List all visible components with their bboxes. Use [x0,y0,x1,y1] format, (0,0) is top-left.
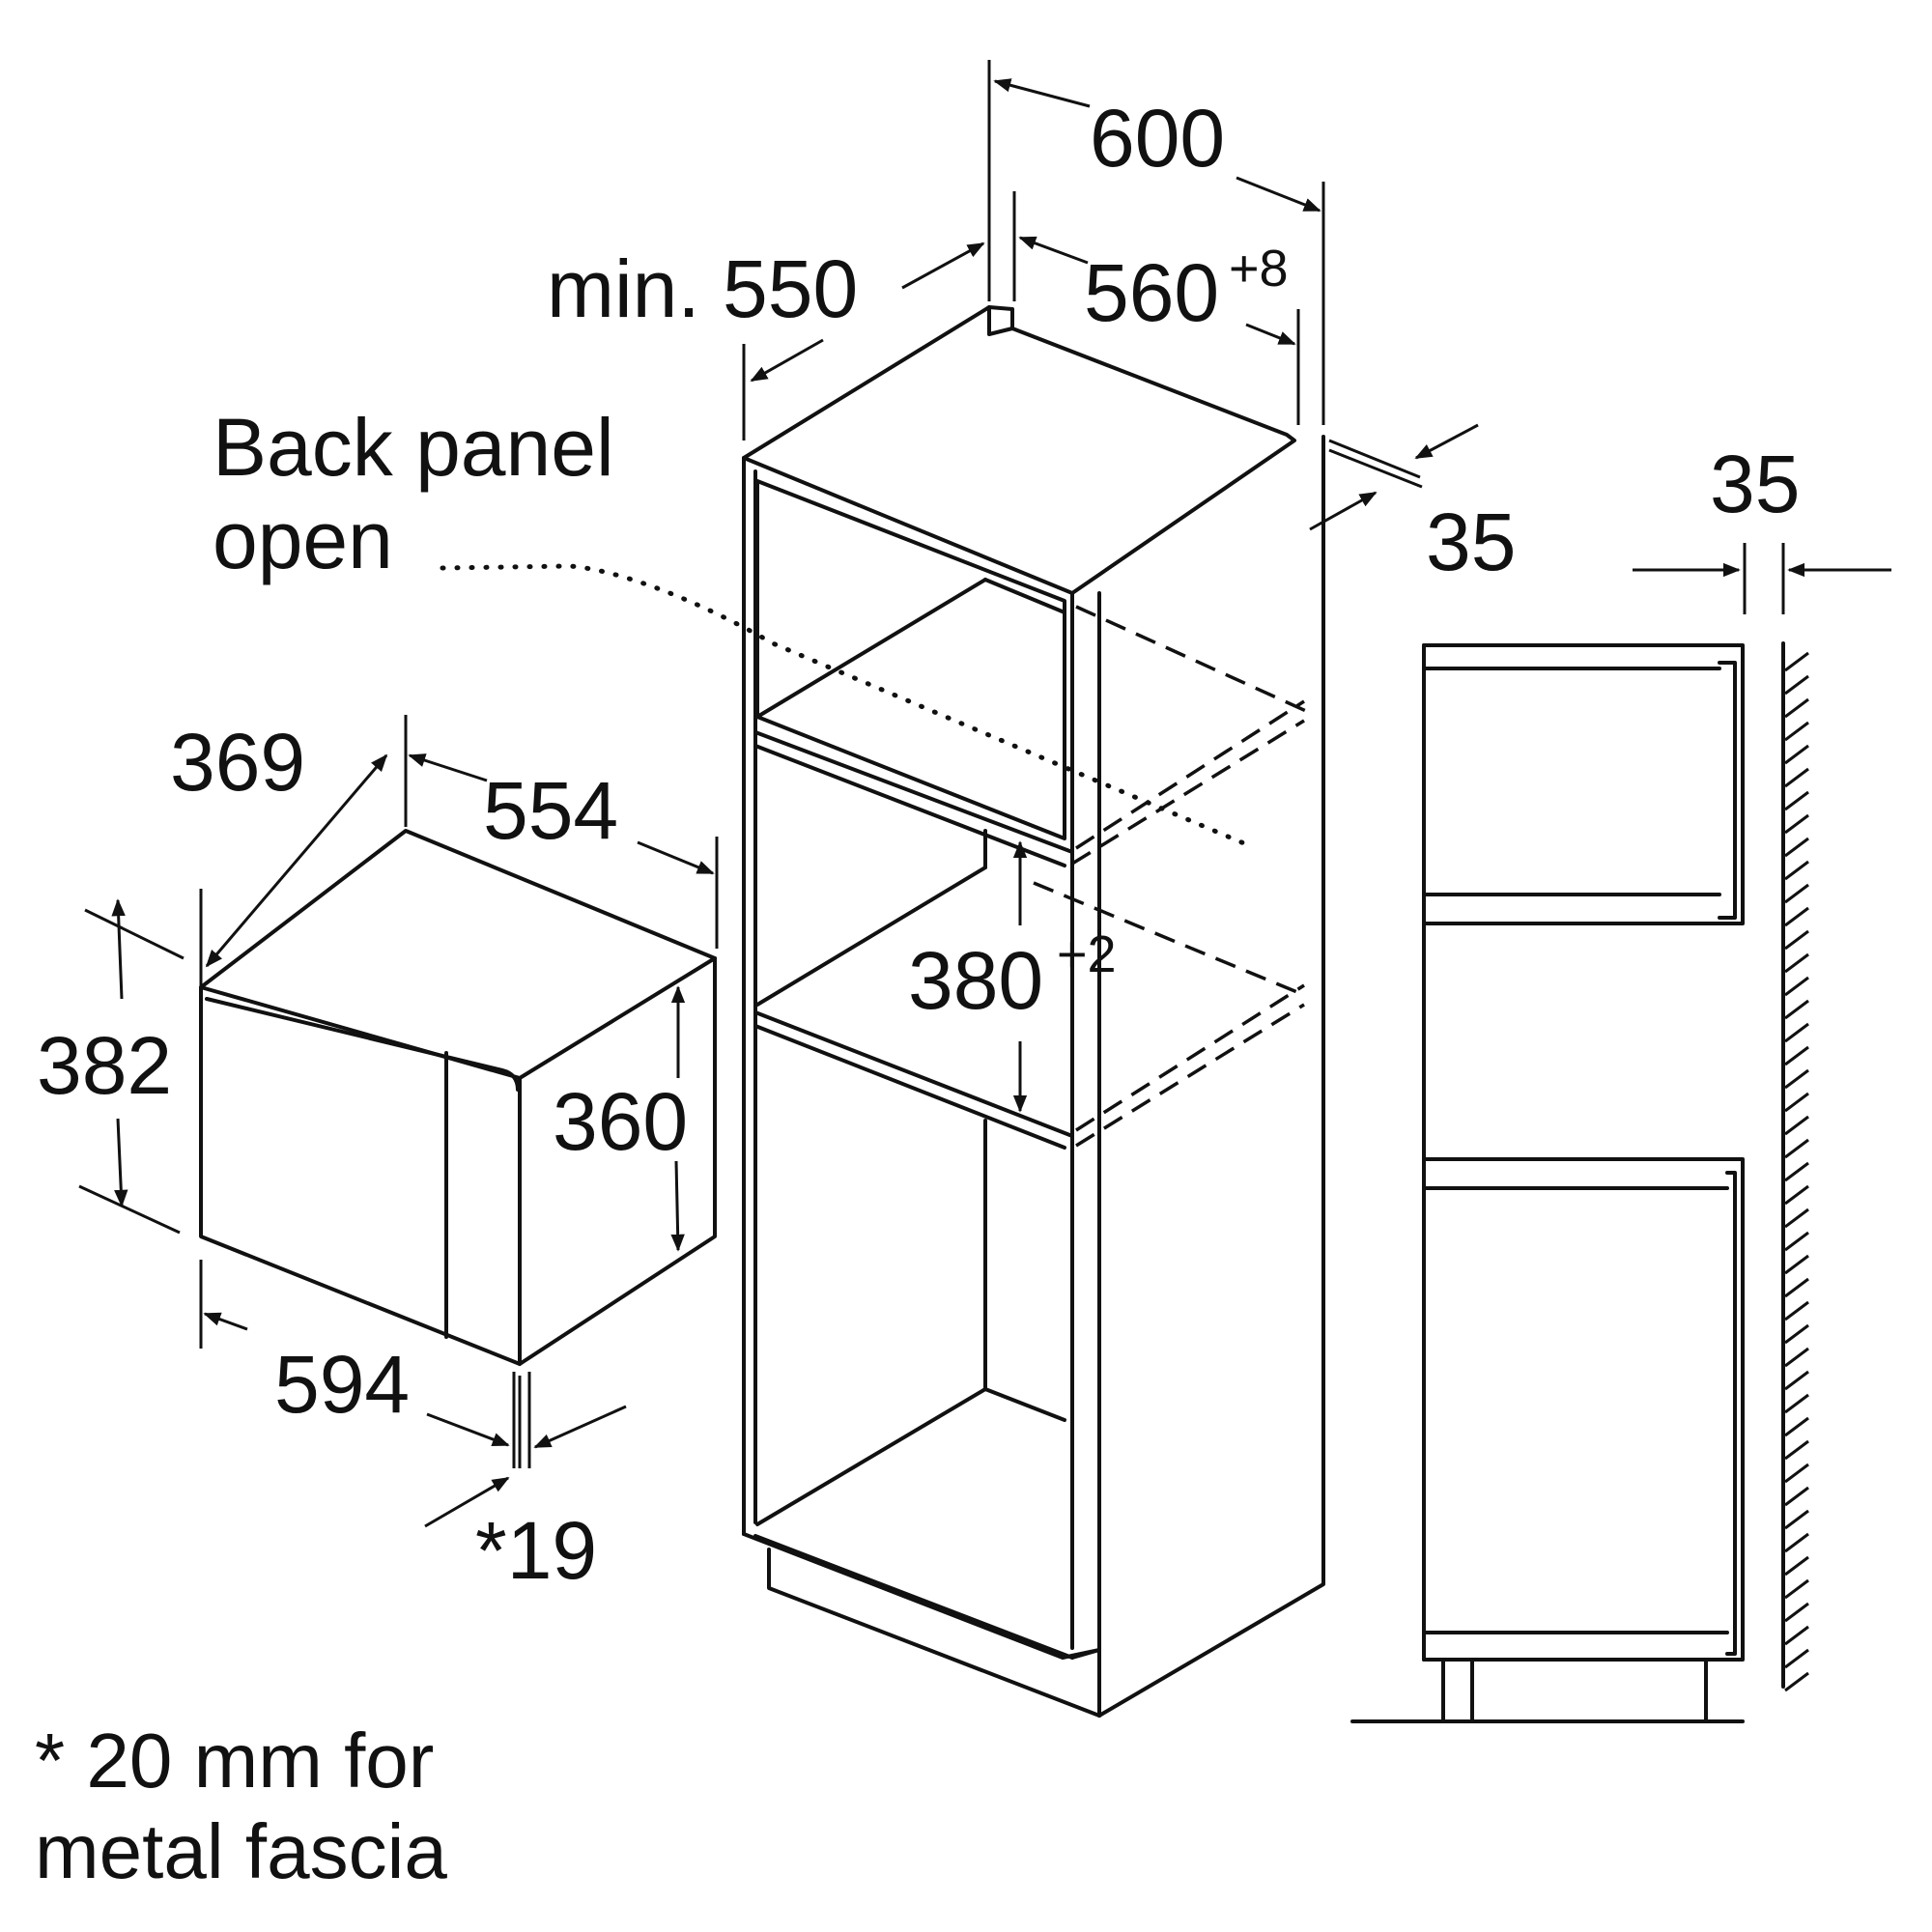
dim-600 [987,60,1325,425]
dim-35-side [1633,543,1891,614]
wall-hatch-mark [1784,1254,1809,1275]
wall-hatch-mark [1784,1555,1809,1577]
dim-369 [199,715,408,1047]
wall-hatch-mark [1784,1208,1809,1229]
wall-hatch-mark [1784,1231,1809,1252]
label-560-tolerance: +8 [1229,240,1289,298]
label-594: 594 [274,1339,410,1430]
dim-382 [78,898,185,1235]
microwave-appliance [199,829,717,1366]
wall-hatch-mark [1784,1300,1809,1321]
wall-hatch-mark [1784,952,1809,974]
wall-hatch-mark [1784,999,1809,1020]
wall-hatch-mark [1784,1115,1809,1136]
wall-hatch-mark [1784,1045,1809,1066]
wall-hatch-mark [1784,1602,1809,1623]
wall-hatch-mark [1784,1347,1809,1368]
wall-hatch-mark [1784,813,1809,835]
dim-554 [408,753,719,949]
wall-hatch-mark [1784,721,1809,742]
label-360: 360 [553,1076,688,1167]
wall-hatch-mark [1784,697,1809,719]
footnote-line-1: * 20 mm for [35,1718,434,1804]
tall-cabinet [742,305,1325,1718]
wall-hatch-mark [1784,1184,1809,1206]
label-35-back: 35 [1426,497,1516,587]
wall-hatch-mark [1784,1323,1809,1345]
dim-360 [670,985,686,1252]
wall-hatch-mark [1784,1509,1809,1530]
wall-hatch-mark [1784,767,1809,788]
wall-hatch-mark [1784,1648,1809,1669]
wall-hatch-mark [1784,1671,1809,1692]
label-600: 600 [1090,93,1225,184]
wall-hatch-mark [1784,1022,1809,1043]
wall-hatch-mark [1784,1532,1809,1553]
wall-hatch-mark [1784,1393,1809,1414]
dim-min-550 [742,242,985,440]
wall-hatch-mark [1784,860,1809,881]
wall-hatch-mark [1784,883,1809,904]
wall-hatch-mark [1784,1277,1809,1298]
wall-hatch-mark [1784,1578,1809,1600]
dim-19 [424,1372,627,1528]
wall-hatch-mark [1784,1068,1809,1090]
dim-35-back [1309,423,1479,531]
wall-hatch-mark [1784,1625,1809,1646]
wall-hatch-mark [1784,1439,1809,1461]
wall-hatch-mark [1784,744,1809,765]
label-min-550: min. 550 [547,243,858,334]
wall-hatch-mark [1784,1161,1809,1182]
wall-hatch-mark [1784,1463,1809,1484]
label-35-side: 35 [1710,439,1800,529]
wall-hatch-mark [1784,837,1809,858]
label-back-panel: Back panel [213,402,614,493]
label-fascia-19: *19 [475,1505,597,1596]
footnote-line-2: metal fascia [35,1808,447,1894]
wall-hatch-mark [1784,906,1809,927]
label-380-tolerance: +2 [1057,925,1117,983]
label-382: 382 [37,1020,172,1111]
wall-hatch-mark [1784,1138,1809,1159]
side-view [1350,641,1809,1723]
label-560: 560 [1084,247,1219,338]
label-back-panel-open: open [213,495,393,585]
wall-hatch-mark [1784,1416,1809,1437]
wall-hatch-mark [1784,651,1809,672]
wall-hatch-mark [1784,674,1809,696]
dim-594 [199,1260,522,1468]
wall-hatch-mark [1784,976,1809,997]
label-369: 369 [170,717,305,808]
wall-hatch-mark [1784,790,1809,811]
dim-560 [1012,191,1300,425]
label-554: 554 [483,765,618,856]
wall-hatch-mark [1784,1370,1809,1391]
wall-hatch-mark [1784,1486,1809,1507]
wall-hatch-mark [1784,929,1809,951]
wall-hatch-mark [1784,1092,1809,1113]
label-380: 380 [908,935,1043,1026]
